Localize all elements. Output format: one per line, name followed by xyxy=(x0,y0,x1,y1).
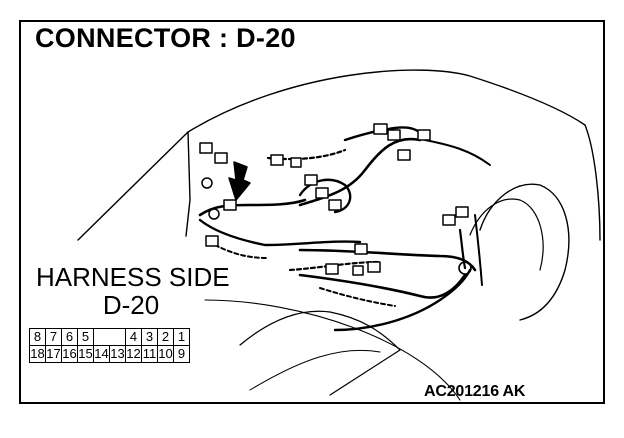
pin-cell: 4 xyxy=(125,328,142,346)
pin-cell: 16 xyxy=(61,345,78,363)
connector-block xyxy=(270,154,284,166)
connector-block xyxy=(223,199,237,211)
floor-line xyxy=(249,349,381,391)
wheel-arch-outline xyxy=(479,183,570,321)
connector-block xyxy=(325,263,339,275)
pin-cell: 10 xyxy=(157,345,174,363)
harness-down-branch xyxy=(198,218,362,247)
ground-terminal xyxy=(208,208,220,220)
harness-side-text: HARNESS SIDE xyxy=(36,262,230,292)
pin-cell: 9 xyxy=(173,345,190,363)
pin-cell-empty xyxy=(109,328,126,346)
connector-block xyxy=(442,214,456,226)
connector-title: CONNECTOR : D-20 xyxy=(35,23,296,53)
pin-cell: 5 xyxy=(77,328,94,346)
connector-block xyxy=(199,142,213,154)
connector-block xyxy=(315,187,329,199)
pin-row-bottom: 18 17 16 15 14 13 12 11 10 9 xyxy=(29,345,190,363)
harness-connectors xyxy=(199,123,469,276)
pin-cell: 3 xyxy=(141,328,158,346)
harness-lower-run xyxy=(298,273,467,299)
pin-cell: 8 xyxy=(29,328,46,346)
pin-cell-empty xyxy=(93,328,110,346)
ground-terminal xyxy=(458,261,472,275)
pin-cell: 17 xyxy=(45,345,62,363)
door-panel-outline xyxy=(77,131,191,241)
harness-left-branch xyxy=(198,198,307,217)
connector-block xyxy=(387,129,401,141)
connector-block xyxy=(367,261,381,273)
pin-row-top: 8 7 6 5 4 3 2 1 xyxy=(29,328,190,346)
connector-block xyxy=(214,152,228,164)
connector-block xyxy=(328,199,342,211)
ground-terminal xyxy=(201,177,213,189)
connector-block xyxy=(290,157,302,168)
pin-cell: 12 xyxy=(125,345,142,363)
location-arrow xyxy=(228,161,251,201)
lower-body-curve xyxy=(239,310,401,396)
connector-block xyxy=(304,174,318,186)
connector-block xyxy=(455,206,469,218)
pin-cell: 11 xyxy=(141,345,158,363)
connector-block xyxy=(417,129,431,141)
harness-dashed-3 xyxy=(214,244,269,259)
connector-block xyxy=(205,235,219,247)
harness-connector-id: D-20 xyxy=(102,290,160,320)
harness-side-label: HARNESS SIDE D-20 xyxy=(36,262,230,320)
fender-outline xyxy=(584,124,601,241)
harness-upper-right xyxy=(424,139,491,166)
connector-block xyxy=(354,243,368,255)
wheel-arch-inner xyxy=(469,198,544,271)
pin-cell: 18 xyxy=(29,345,46,363)
pin-cell: 7 xyxy=(45,328,62,346)
pin-cell: 15 xyxy=(77,345,94,363)
sill-line xyxy=(204,299,461,401)
harness-right-drop xyxy=(458,228,467,270)
pin-cell: 6 xyxy=(61,328,78,346)
pin-cell: 1 xyxy=(173,328,190,346)
body-roof-outline xyxy=(187,69,586,133)
connector-block xyxy=(373,123,388,135)
connector-pinout: 8 7 6 5 4 3 2 1 18 17 16 15 14 13 12 11 … xyxy=(29,328,190,363)
pin-cell: 13 xyxy=(109,345,126,363)
connector-block xyxy=(397,149,411,161)
harness-rear-branch xyxy=(333,268,472,332)
connector-block xyxy=(352,265,364,276)
harness-right-vertical xyxy=(474,214,483,286)
figure-code: AC201216 AK xyxy=(424,383,526,400)
pin-cell: 14 xyxy=(93,345,110,363)
pin-cell: 2 xyxy=(157,328,174,346)
harness-dashed-4 xyxy=(319,287,396,307)
